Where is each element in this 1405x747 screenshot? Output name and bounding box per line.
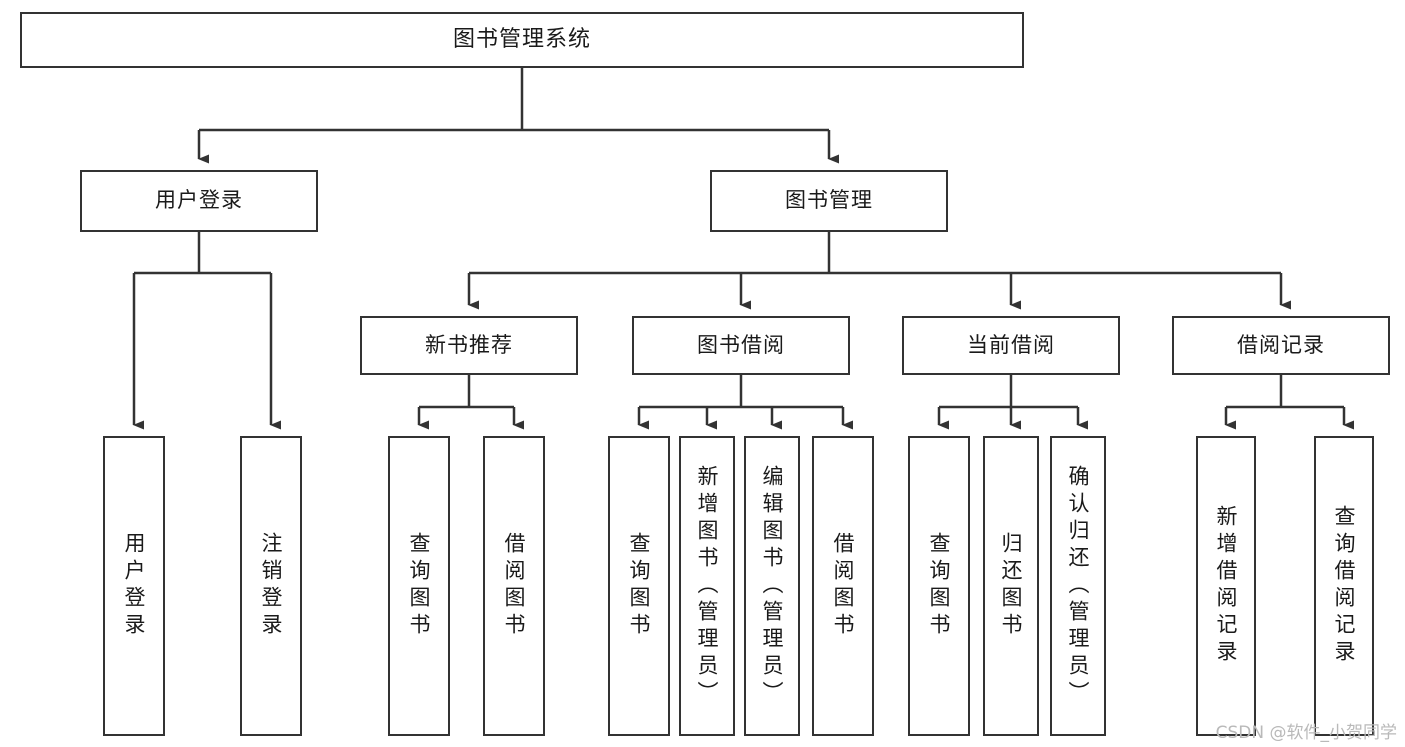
node-leaf-query-record[interactable]: 查询借阅记录 [1314,436,1374,736]
node-new-book-rec[interactable]: 新书推荐 [360,316,578,375]
node-user-login[interactable]: 用户登录 [80,170,318,232]
node-leaf-query-book-1[interactable]: 查询图书 [388,436,450,736]
node-borrow-record[interactable]: 借阅记录 [1172,316,1390,375]
node-leaf-query-book-2-label: 查询图书 [627,532,652,640]
node-book-manage[interactable]: 图书管理 [710,170,948,232]
node-leaf-edit-book-label: 编辑图书（管理员） [760,464,785,708]
csdn-watermark: CSDN @软件_小贺同学 [1215,723,1397,743]
node-leaf-add-book-label: 新增图书（管理员） [695,464,720,708]
node-leaf-user-login-label: 用户登录 [122,532,147,640]
node-book-manage-label: 图书管理 [785,188,873,213]
node-leaf-borrow-book-1-label: 借阅图书 [502,532,527,640]
node-leaf-borrow-book-2-label: 借阅图书 [831,532,856,640]
node-leaf-query-record-label: 查询借阅记录 [1332,505,1357,667]
node-leaf-add-record-label: 新增借阅记录 [1214,505,1239,667]
node-leaf-return-book[interactable]: 归还图书 [983,436,1039,736]
node-new-book-rec-label: 新书推荐 [425,332,513,357]
node-borrow-record-label: 借阅记录 [1237,332,1325,357]
node-leaf-return-book-label: 归还图书 [999,532,1024,640]
node-root[interactable]: 图书管理系统 [20,12,1024,68]
node-root-label: 图书管理系统 [452,26,591,52]
node-user-login-label: 用户登录 [155,188,243,213]
node-leaf-confirm-return[interactable]: 确认归还（管理员） [1050,436,1106,736]
node-current-borrow[interactable]: 当前借阅 [902,316,1120,375]
node-leaf-edit-book[interactable]: 编辑图书（管理员） [744,436,800,736]
node-leaf-query-book-1-label: 查询图书 [407,532,432,640]
node-leaf-add-book[interactable]: 新增图书（管理员） [679,436,735,736]
node-leaf-query-book-3[interactable]: 查询图书 [908,436,970,736]
node-leaf-user-login[interactable]: 用户登录 [103,436,165,736]
node-leaf-borrow-book-1[interactable]: 借阅图书 [483,436,545,736]
node-book-borrow[interactable]: 图书借阅 [632,316,850,375]
node-leaf-confirm-return-label: 确认归还（管理员） [1066,464,1091,708]
node-current-borrow-label: 当前借阅 [967,332,1055,357]
node-leaf-logout-label: 注销登录 [259,532,284,640]
node-leaf-add-record[interactable]: 新增借阅记录 [1196,436,1256,736]
node-leaf-query-book-3-label: 查询图书 [927,532,952,640]
node-book-borrow-label: 图书借阅 [697,332,785,357]
node-leaf-query-book-2[interactable]: 查询图书 [608,436,670,736]
node-leaf-logout[interactable]: 注销登录 [240,436,302,736]
node-leaf-borrow-book-2[interactable]: 借阅图书 [812,436,874,736]
